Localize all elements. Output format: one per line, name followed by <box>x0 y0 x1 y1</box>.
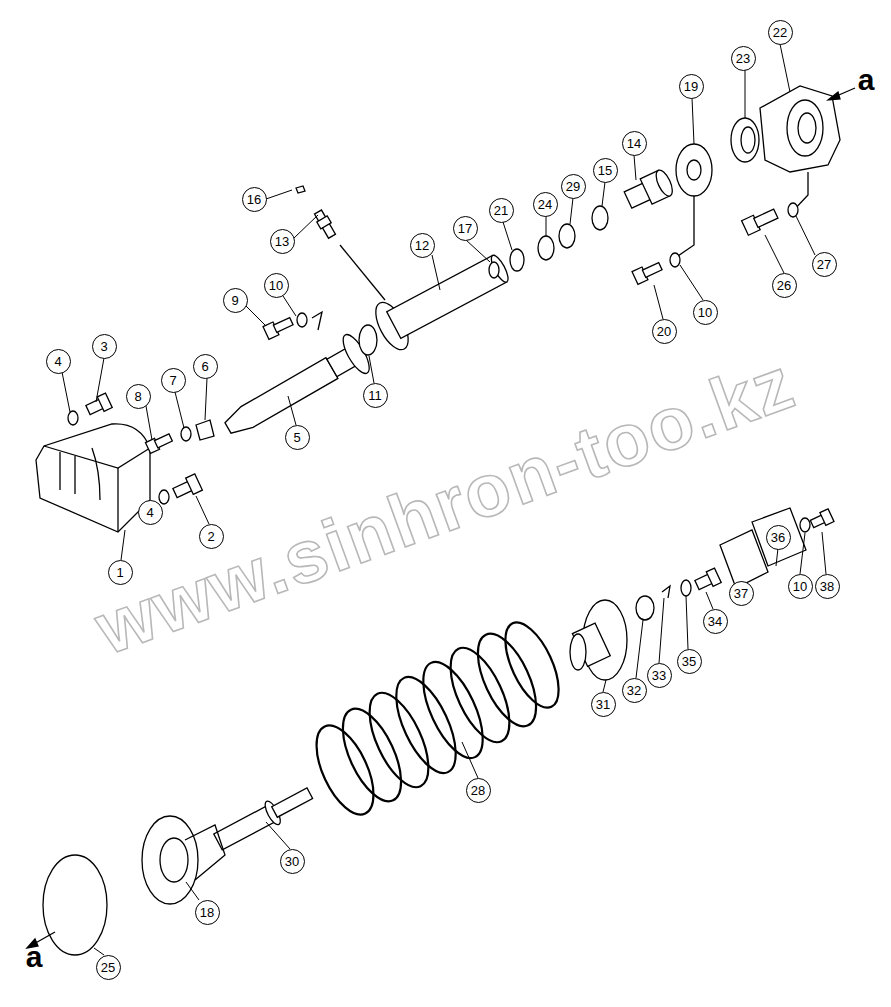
callout-number: 3 <box>92 334 117 359</box>
callout-number: 4 <box>46 349 71 374</box>
callout-number: 26 <box>772 273 797 298</box>
callout-number: 4 <box>138 500 163 525</box>
callout-number: 20 <box>652 319 677 344</box>
callout-number: 16 <box>242 187 267 212</box>
callout-number: 38 <box>815 574 840 599</box>
callout-number: 10 <box>264 273 289 298</box>
callout-number: 34 <box>703 609 728 634</box>
callout-number: 23 <box>731 46 756 71</box>
callout-number: 30 <box>280 849 305 874</box>
callout-number: 19 <box>679 74 704 99</box>
callout-number: 8 <box>126 384 151 409</box>
callout-number: 17 <box>453 216 478 241</box>
callout-number: 14 <box>622 131 647 156</box>
callout-number: 10 <box>788 574 813 599</box>
section-marker: a <box>26 942 43 972</box>
callout-number: 29 <box>561 174 586 199</box>
callout-number: 36 <box>766 525 791 550</box>
watermark: www.sinhron-too.kz <box>85 339 806 671</box>
callout-number: 5 <box>285 425 310 450</box>
callout-number: 35 <box>677 649 702 674</box>
callout-number: 24 <box>533 192 558 217</box>
callout-number: 11 <box>363 383 388 408</box>
callout-number: 10 <box>693 300 718 325</box>
callout-number: 15 <box>593 158 618 183</box>
callout-number: 22 <box>768 20 793 45</box>
callout-number: 6 <box>193 354 218 379</box>
callout-number: 27 <box>812 252 837 277</box>
callout-number: 25 <box>96 955 121 980</box>
callout-number: 31 <box>591 692 616 717</box>
callout-number: 32 <box>622 678 647 703</box>
callout-number: 12 <box>410 233 435 258</box>
callout-number: 33 <box>647 663 672 688</box>
section-marker: a <box>858 65 875 95</box>
callout-number: 37 <box>729 581 754 606</box>
callout-number: 7 <box>161 368 186 393</box>
callout-number: 28 <box>466 778 491 803</box>
callout-number: 13 <box>270 229 295 254</box>
callout-number: 21 <box>489 198 514 223</box>
callout-number: 9 <box>223 288 248 313</box>
callout-number: 18 <box>195 900 220 925</box>
